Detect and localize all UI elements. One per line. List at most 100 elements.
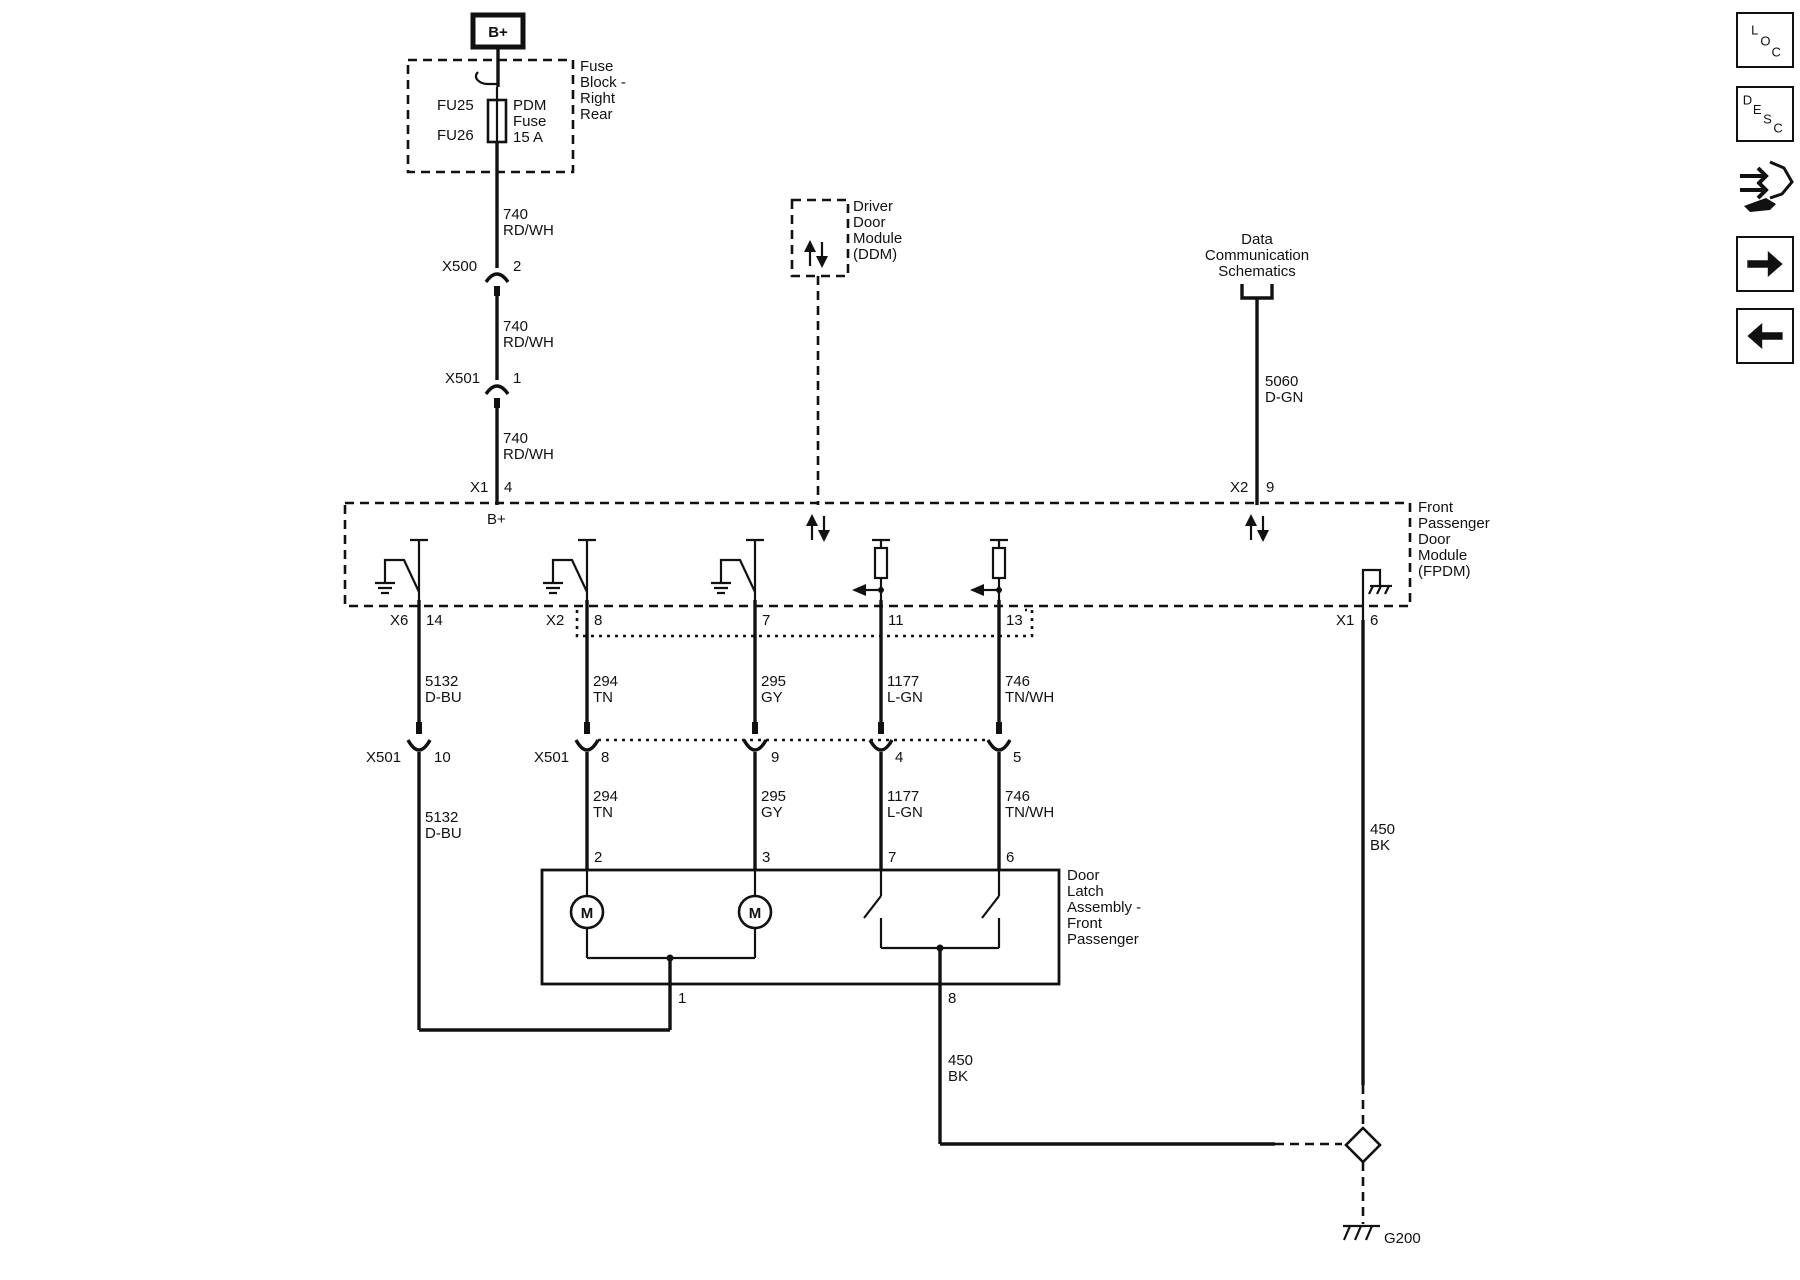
previous-page-button[interactable] bbox=[1736, 308, 1794, 364]
feed-wire-3-color: RD/WH bbox=[503, 446, 554, 463]
svg-text:Door: Door bbox=[1067, 867, 1100, 884]
latch-switch-7 bbox=[863, 870, 883, 948]
svg-text:Module: Module bbox=[1418, 547, 1467, 564]
connector-x1-label: X1 bbox=[470, 479, 488, 496]
svg-text:(FPDM): (FPDM) bbox=[1418, 563, 1471, 580]
module-ground-connector: X1 bbox=[1336, 612, 1354, 629]
fuse-block-label: Fuse Block - Right Rear bbox=[580, 58, 626, 123]
latch-ground-pin: 8 bbox=[948, 990, 956, 1007]
module-pin-14: 14 bbox=[426, 612, 443, 629]
door-latch-label: Door Latch Assembly - Front Passenger bbox=[1067, 867, 1141, 948]
lower-wire-746-circuit: 746 bbox=[1005, 788, 1030, 805]
upper-wire-746-color: TN/WH bbox=[1005, 689, 1054, 706]
module-connector-x2: X2 bbox=[546, 612, 564, 629]
unlock-motor-symbol: M bbox=[749, 905, 762, 922]
svg-text:Assembly -: Assembly - bbox=[1067, 899, 1141, 916]
connector-x500 bbox=[484, 272, 510, 284]
fpdm-input-13 bbox=[970, 538, 1008, 600]
latch-ground-wire-color: BK bbox=[948, 1068, 968, 1085]
bplus-label: B+ bbox=[488, 24, 508, 41]
upper-wire-294-color: TN bbox=[593, 689, 613, 706]
svg-text:Door: Door bbox=[1418, 531, 1451, 548]
location-button[interactable]: L O C bbox=[1736, 12, 1794, 68]
next-page-button[interactable] bbox=[1736, 236, 1794, 292]
lower-wire-1177-circuit: 1177 bbox=[887, 788, 919, 805]
x501-label-mid: X501 bbox=[534, 749, 569, 766]
svg-text:E: E bbox=[1753, 102, 1762, 117]
module-ground-pin: 6 bbox=[1370, 612, 1378, 629]
upper-wire-1177-circuit: 1177 bbox=[887, 673, 919, 690]
feed-wire-1-circuit: 740 bbox=[503, 206, 528, 223]
splice-diamond-icon bbox=[1344, 1126, 1382, 1164]
upper-wire-5132-color: D-BU bbox=[425, 689, 462, 706]
fpdm-switch-8 bbox=[543, 538, 596, 600]
x501-pin-label-4: 4 bbox=[895, 749, 903, 766]
x501-label-left: X501 bbox=[366, 749, 401, 766]
fpdm-bplus-label: B+ bbox=[487, 511, 506, 528]
upper-wire-295-circuit: 295 bbox=[761, 673, 786, 690]
x2-connector-group bbox=[575, 608, 1034, 638]
connector-x501-pin-4 bbox=[868, 722, 894, 752]
latch-switch-6 bbox=[981, 870, 1001, 948]
ddm-arrows-icon bbox=[804, 240, 828, 268]
connector-x501-pin-5 bbox=[986, 722, 1012, 752]
svg-text:Door: Door bbox=[853, 214, 886, 231]
x501-pin-label-9: 9 bbox=[771, 749, 779, 766]
lower-wire-295-circuit: 295 bbox=[761, 788, 786, 805]
lower-wire-5132-color: D-BU bbox=[425, 825, 462, 842]
module-ground-wire-color: BK bbox=[1370, 837, 1390, 854]
upper-wire-295-color: GY bbox=[761, 689, 783, 706]
arrow-right-icon bbox=[1747, 251, 1783, 277]
fpdm-switch-14 bbox=[375, 538, 428, 600]
description-button[interactable]: D E S C bbox=[1736, 86, 1794, 142]
feed-wire-2-color: RD/WH bbox=[503, 334, 554, 351]
svg-text:Communication: Communication bbox=[1205, 247, 1309, 264]
latch-pin-2: 2 bbox=[594, 849, 602, 866]
svg-text:O: O bbox=[1760, 34, 1770, 49]
svg-text:C: C bbox=[1772, 45, 1781, 60]
ground-g200-icon bbox=[1342, 1224, 1380, 1241]
latch-ground-wire-circuit: 450 bbox=[948, 1052, 973, 1069]
fuse-block-outline bbox=[406, 58, 575, 174]
svg-text:Driver: Driver bbox=[853, 198, 893, 215]
module-pin-11: 11 bbox=[888, 612, 904, 629]
connector-x500-label: X500 bbox=[442, 258, 477, 275]
connector-x1-pin-label: 4 bbox=[504, 479, 512, 496]
latch-pin-6: 6 bbox=[1006, 849, 1014, 866]
svg-text:15 A: 15 A bbox=[513, 129, 543, 146]
fpdm-ddm-arrows-icon bbox=[806, 514, 830, 542]
ground-g200-label: G200 bbox=[1384, 1230, 1421, 1247]
module-pin-7: 7 bbox=[762, 612, 770, 629]
connector-x500-pin bbox=[494, 286, 500, 296]
svg-text:Passenger: Passenger bbox=[1418, 515, 1490, 532]
upper-wire-5132-circuit: 5132 bbox=[425, 673, 458, 690]
door-latch-outline bbox=[540, 868, 1061, 986]
data-comm-circuit: 5060 bbox=[1265, 373, 1298, 390]
upper-wire-1177-color: L-GN bbox=[887, 689, 923, 706]
module-ground-wire-circuit: 450 bbox=[1370, 821, 1395, 838]
svg-text:L: L bbox=[1751, 22, 1758, 37]
connector-x2-label: X2 bbox=[1230, 479, 1248, 496]
connector-x501-pin-9 bbox=[742, 722, 768, 752]
svg-text:Fuse: Fuse bbox=[580, 58, 613, 75]
feed-wire-1-color: RD/WH bbox=[503, 222, 554, 239]
ddm-outline bbox=[790, 198, 850, 278]
connector-x501-feed-pin bbox=[494, 398, 500, 408]
connector-x501-pin-10 bbox=[406, 722, 432, 752]
fuse-id-fu26: FU26 bbox=[437, 127, 474, 144]
feed-wire-3-circuit: 740 bbox=[503, 430, 528, 447]
data-communication-label: Data Communication Schematics bbox=[1205, 231, 1309, 280]
svg-text:Module: Module bbox=[853, 230, 902, 247]
fuse-id-fu25: FU25 bbox=[437, 97, 474, 114]
x501-pin-label-10: 10 bbox=[434, 749, 451, 766]
connector-x501-feed bbox=[484, 384, 510, 396]
svg-text:S: S bbox=[1763, 111, 1772, 126]
fpdm-input-11 bbox=[852, 538, 890, 600]
x501-pin-label-5: 5 bbox=[1013, 749, 1021, 766]
fuse-name-label: PDM Fuse 15 A bbox=[513, 97, 546, 146]
connector-x501-feed-pin-label: 1 bbox=[513, 370, 521, 387]
lower-wire-294-color: TN bbox=[593, 804, 613, 821]
x501-pin-label-8: 8 bbox=[601, 749, 609, 766]
connector-wrench-button[interactable] bbox=[1736, 158, 1794, 214]
svg-text:Latch: Latch bbox=[1067, 883, 1104, 900]
